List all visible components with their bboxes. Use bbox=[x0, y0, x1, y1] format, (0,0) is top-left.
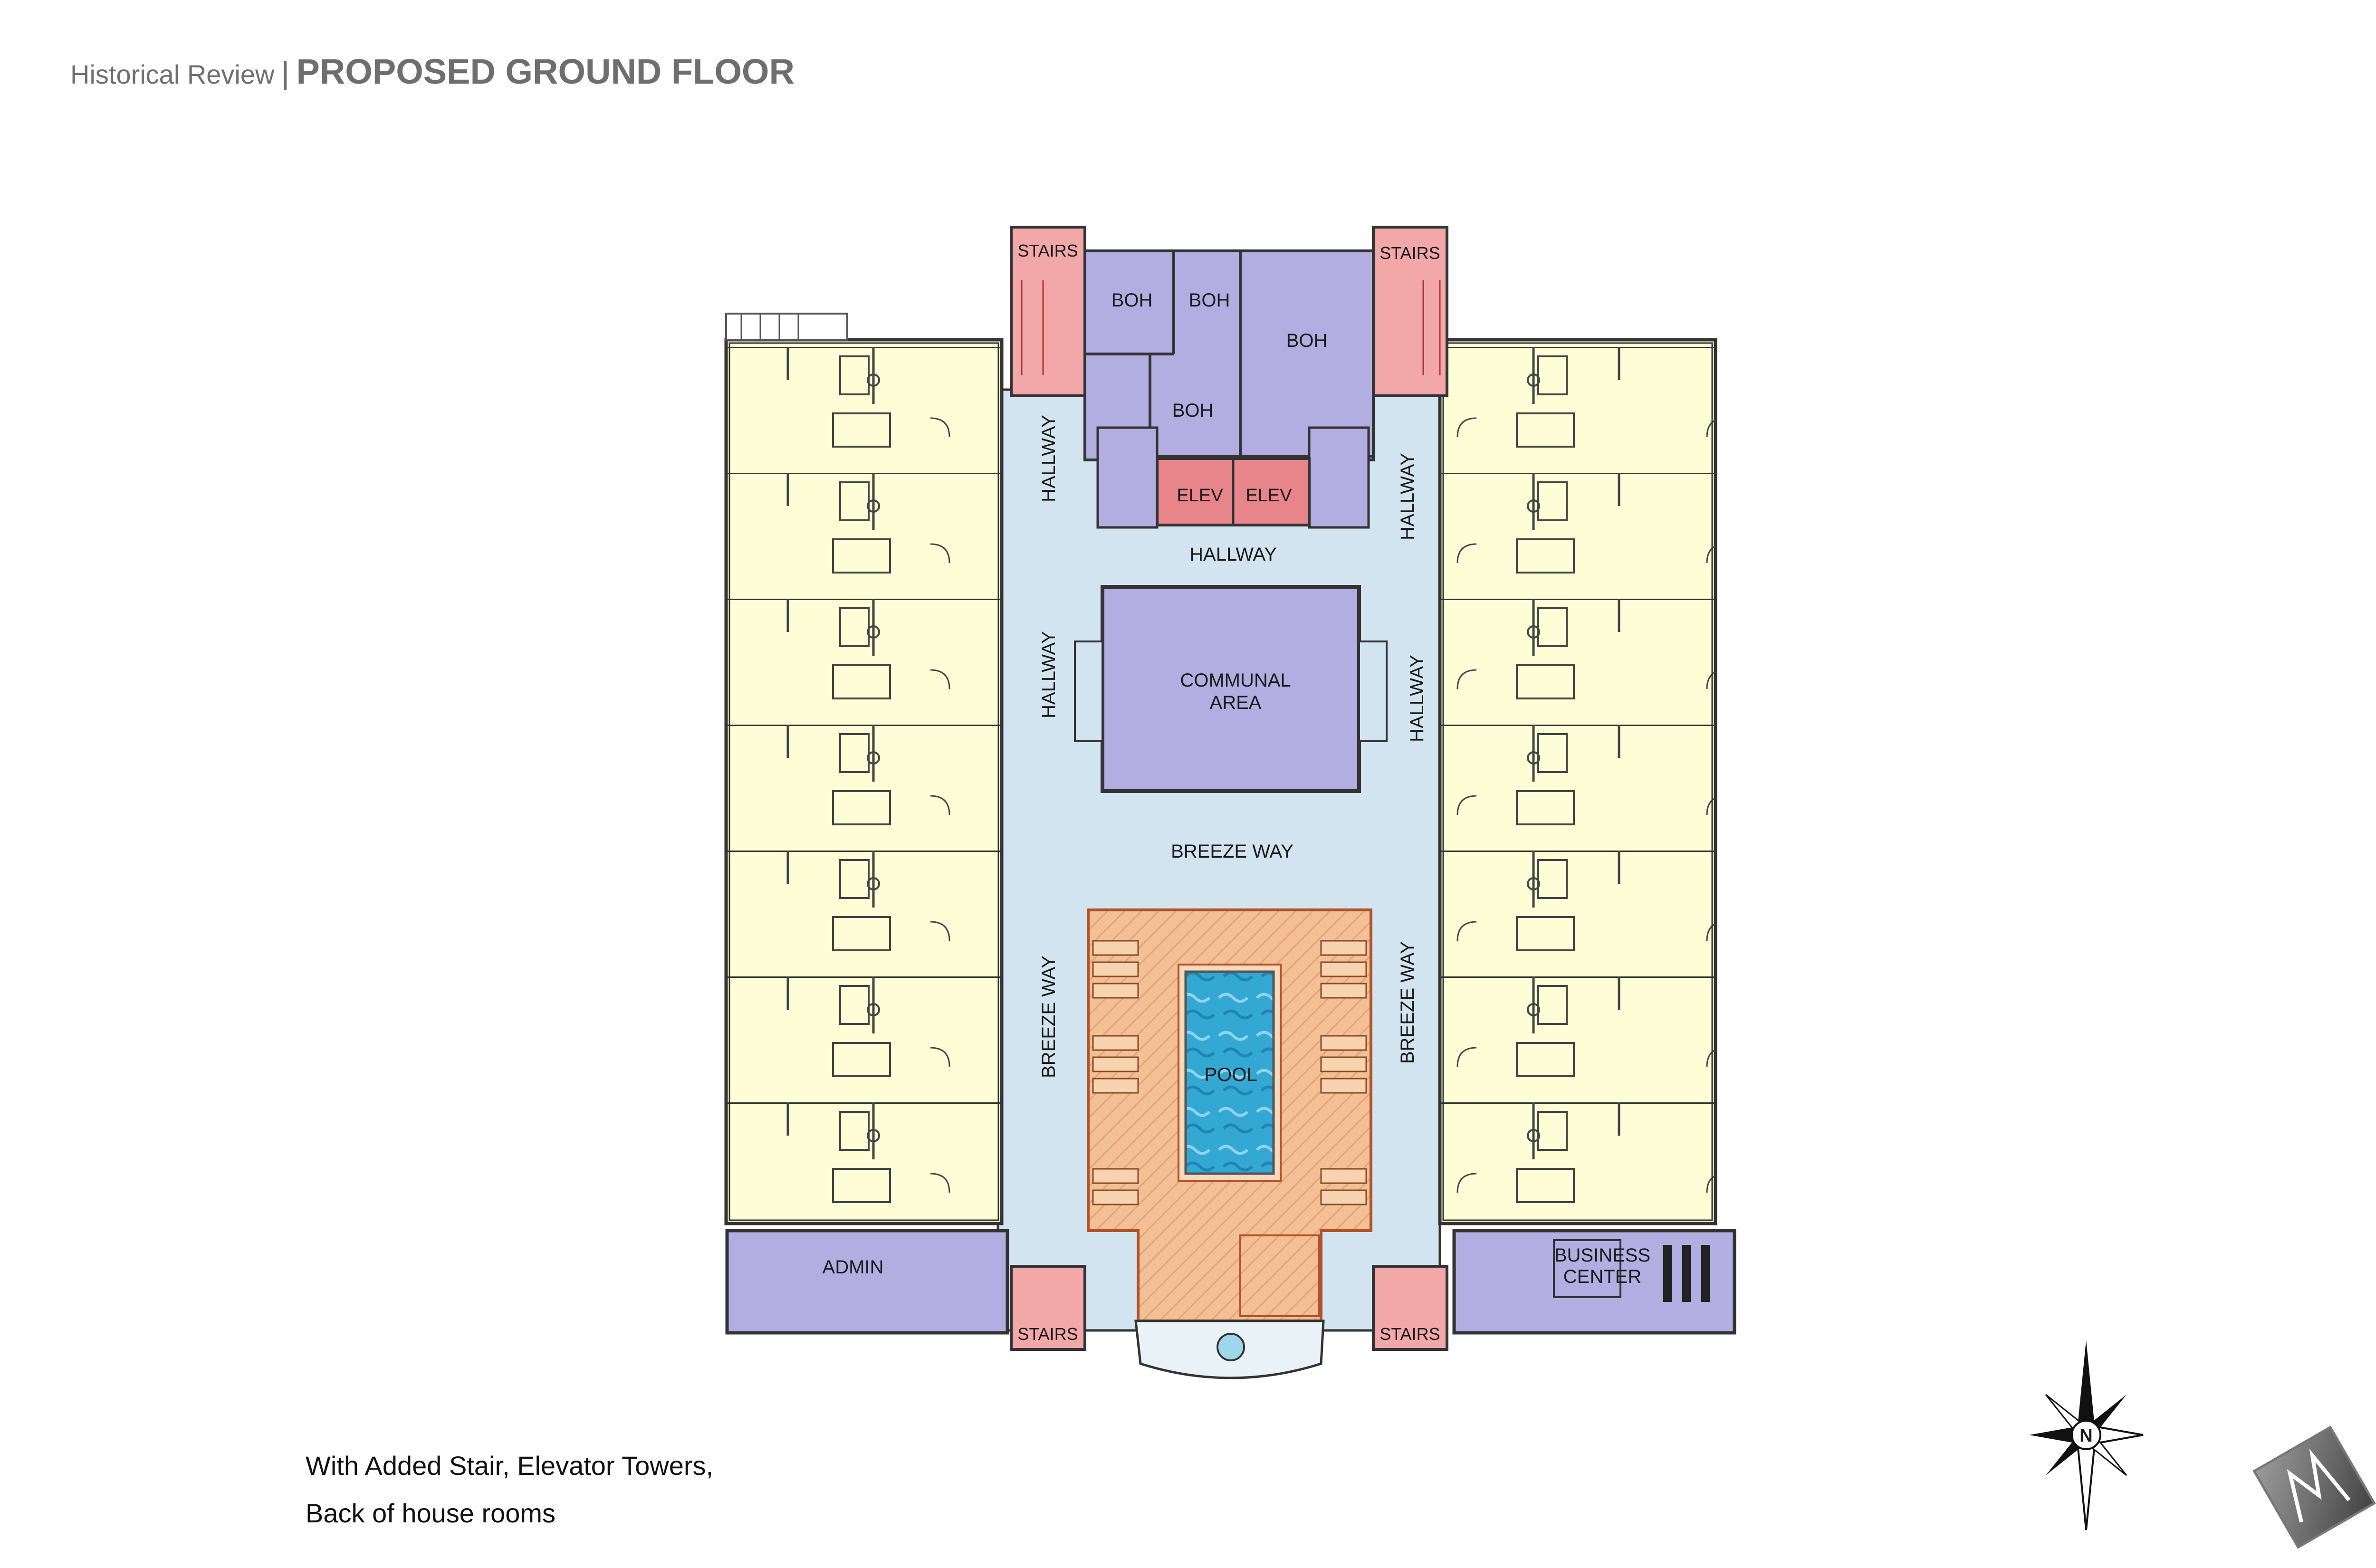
header-separator: | bbox=[281, 55, 290, 90]
label-hallway-ne: HALLWAY bbox=[1397, 453, 1418, 540]
label-business-2: CENTER bbox=[1563, 1266, 1641, 1287]
label-pool: POOL bbox=[1204, 1064, 1257, 1085]
company-logo: MILES bbox=[2252, 1425, 2376, 1549]
guest-units-east bbox=[1440, 340, 1715, 1224]
hallway-nw bbox=[1004, 394, 1092, 575]
label-boh-2: BOH bbox=[1189, 290, 1230, 311]
label-boh-3: BOH bbox=[1286, 330, 1328, 351]
label-stairs-ne: STAIRS bbox=[1380, 243, 1440, 263]
caption-line-2: Back of house rooms bbox=[306, 1498, 556, 1528]
label-elev-2: ELEV bbox=[1245, 486, 1292, 506]
stairs-nw bbox=[1010, 226, 1086, 397]
guest-units-west bbox=[726, 340, 1002, 1224]
label-hallway-w: HALLWAY bbox=[1038, 631, 1059, 718]
plan-caption: With Added Stair, Elevator Towers, Back … bbox=[306, 1442, 713, 1537]
computer-desks bbox=[1663, 1245, 1710, 1302]
pool bbox=[1184, 970, 1275, 1175]
label-stairs-sw: STAIRS bbox=[1017, 1324, 1078, 1344]
lounge-chairs bbox=[1092, 940, 1367, 1205]
label-admin: ADMIN bbox=[823, 1257, 884, 1278]
label-hallway-top: HALLWAY bbox=[1189, 544, 1277, 565]
label-business-1: BUSINESS bbox=[1554, 1245, 1650, 1266]
label-stairs-se: STAIRS bbox=[1380, 1324, 1440, 1344]
label-boh-4: BOH bbox=[1172, 400, 1214, 421]
admin-room bbox=[725, 1229, 1009, 1335]
label-elev-1: ELEV bbox=[1177, 486, 1223, 506]
caption-line-1: With Added Stair, Elevator Towers, bbox=[306, 1451, 714, 1481]
page-header: Historical Review | PROPOSED GROUND FLOO… bbox=[70, 51, 795, 92]
restroom-w bbox=[1096, 426, 1159, 529]
label-hallway-nw: HALLWAY bbox=[1038, 415, 1059, 502]
label-communal-2: AREA bbox=[1210, 692, 1262, 713]
label-breezeway-top: BREEZE WAY bbox=[1171, 841, 1293, 862]
stairs-se bbox=[1372, 1265, 1448, 1351]
label-breezeway-w: BREEZE WAY bbox=[1038, 956, 1059, 1078]
compass-north-label: N bbox=[2079, 1426, 2092, 1446]
label-breezeway-e: BREEZE WAY bbox=[1397, 941, 1418, 1064]
stairs-sw bbox=[1010, 1265, 1086, 1351]
communal-area bbox=[1101, 585, 1361, 793]
label-hallway-e: HALLWAY bbox=[1407, 655, 1428, 742]
page-title: PROPOSED GROUND FLOOR bbox=[296, 52, 795, 91]
label-stairs-nw: STAIRS bbox=[1017, 241, 1078, 260]
compass-icon: N bbox=[2029, 1340, 2144, 1530]
label-communal-1: COMMUNAL bbox=[1180, 670, 1291, 691]
restroom-e bbox=[1308, 426, 1370, 529]
header-subtitle: Historical Review bbox=[70, 59, 275, 89]
fountain bbox=[1217, 1333, 1245, 1361]
label-boh-1: BOH bbox=[1111, 290, 1153, 311]
